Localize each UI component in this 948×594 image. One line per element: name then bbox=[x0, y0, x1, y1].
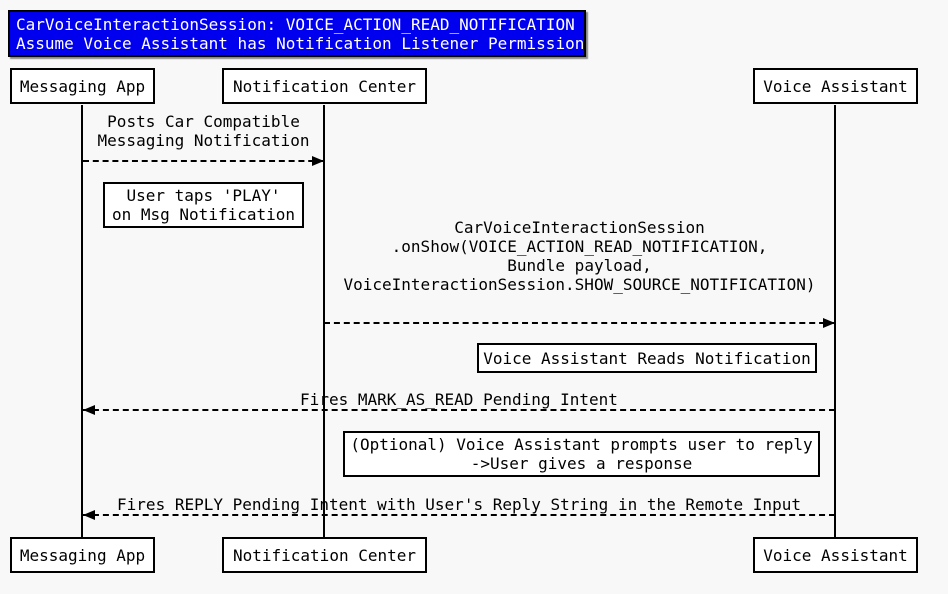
actor-top-notification-center: Notification Center bbox=[222, 68, 427, 104]
message-line: Fires MARK_AS_READ Pending Intent bbox=[300, 390, 618, 409]
message-line: Fires REPLY Pending Intent with User's R… bbox=[117, 495, 801, 514]
actor-bottom-messaging-app: Messaging App bbox=[10, 537, 155, 573]
actor-bottom-notification-center: Notification Center bbox=[222, 537, 427, 573]
message-line: .onShow(VOICE_ACTION_READ_NOTIFICATION, bbox=[391, 237, 768, 256]
arrow-reply-intent bbox=[83, 510, 835, 520]
note-optional-reply-prompt: (Optional) Voice Assistant prompts user … bbox=[343, 431, 820, 477]
note-line: (Optional) Voice Assistant prompts user … bbox=[350, 435, 813, 454]
message-label-posts-notification: Posts Car Compatible Messaging Notificat… bbox=[83, 112, 324, 150]
arrowhead-left-icon bbox=[83, 510, 95, 520]
diagram-title-line-2: Assume Voice Assistant has Notification … bbox=[16, 33, 585, 53]
note-voice-assistant-reads: Voice Assistant Reads Notification bbox=[477, 343, 817, 373]
lifeline-messaging-app bbox=[81, 105, 83, 537]
message-label-reply-intent: Fires REPLY Pending Intent with User's R… bbox=[83, 495, 835, 514]
actor-label-messaging-app: Messaging App bbox=[19, 545, 146, 565]
message-label-mark-as-read: Fires MARK_AS_READ Pending Intent bbox=[83, 390, 835, 409]
note-line: on Msg Notification bbox=[111, 205, 296, 224]
actor-label-messaging-app: Messaging App bbox=[19, 76, 146, 96]
actor-label-notification-center: Notification Center bbox=[232, 545, 417, 565]
note-user-taps-play: User taps 'PLAY' on Msg Notification bbox=[103, 182, 304, 228]
note-text: (Optional) Voice Assistant prompts user … bbox=[350, 435, 812, 473]
actor-label-voice-assistant: Voice Assistant bbox=[763, 545, 908, 565]
note-line: Voice Assistant Reads Notification bbox=[483, 348, 811, 368]
actor-label-voice-assistant: Voice Assistant bbox=[763, 76, 908, 96]
arrow-posts-notification bbox=[83, 156, 324, 166]
actor-top-voice-assistant: Voice Assistant bbox=[753, 68, 918, 104]
actor-top-messaging-app: Messaging App bbox=[10, 68, 155, 104]
note-line: ->User gives a response bbox=[470, 454, 693, 473]
arrowhead-right-icon bbox=[823, 318, 835, 328]
actor-label-notification-center: Notification Center bbox=[232, 76, 417, 96]
message-line: VoiceInteractionSession.SHOW_SOURCE_NOTI… bbox=[343, 275, 816, 294]
lifeline-notification-center bbox=[323, 105, 325, 537]
note-text: User taps 'PLAY' on Msg Notification bbox=[112, 186, 295, 224]
actor-bottom-voice-assistant: Voice Assistant bbox=[753, 537, 918, 573]
message-label-onshow: CarVoiceInteractionSession .onShow(VOICE… bbox=[324, 218, 835, 294]
message-line: Messaging Notification bbox=[97, 131, 310, 150]
lifeline-voice-assistant bbox=[834, 105, 836, 537]
arrowhead-right-icon bbox=[312, 156, 324, 166]
diagram-title-line-1: CarVoiceInteractionSession: VOICE_ACTION… bbox=[16, 14, 575, 34]
message-line: CarVoiceInteractionSession bbox=[454, 218, 705, 237]
note-line: User taps 'PLAY' bbox=[126, 186, 281, 205]
message-line: Posts Car Compatible bbox=[107, 112, 300, 131]
arrowhead-left-icon bbox=[83, 405, 95, 415]
arrow-onshow bbox=[324, 318, 835, 328]
arrow-mark-as-read bbox=[83, 405, 835, 415]
message-line: Bundle payload, bbox=[507, 256, 652, 275]
diagram-title-box: CarVoiceInteractionSession: VOICE_ACTION… bbox=[8, 10, 586, 57]
